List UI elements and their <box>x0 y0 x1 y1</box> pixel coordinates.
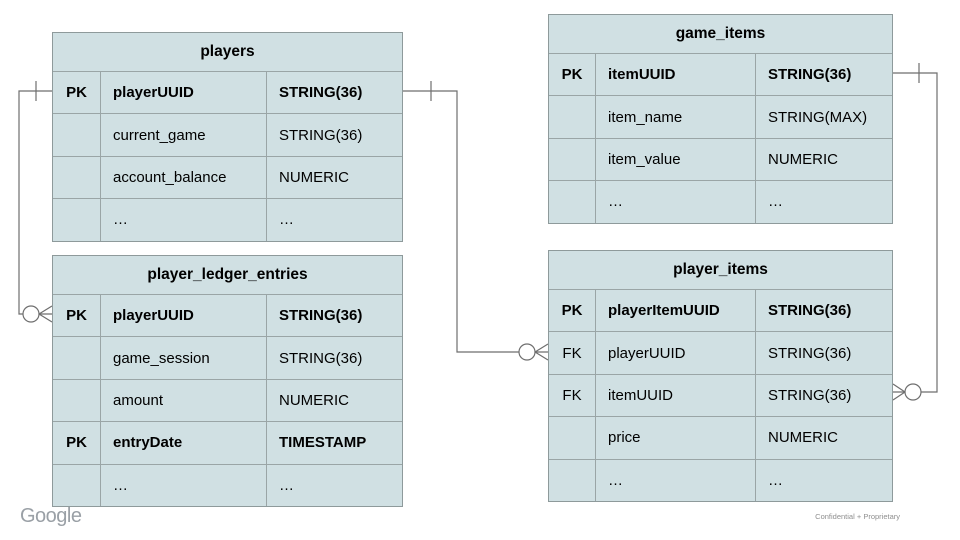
confidential-note: Confidential + Proprietary <box>815 512 900 521</box>
column-name-cell: … <box>595 459 755 501</box>
connector-players-ledger <box>18 81 53 323</box>
column-type-cell: STRING(36) <box>266 337 402 379</box>
table-player-items: player_items PK playerItemUUID STRING(36… <box>548 250 893 502</box>
column-type-cell: NUMERIC <box>266 156 402 199</box>
column-type-cell: NUMERIC <box>755 138 892 181</box>
table-row: FK itemUUID STRING(36) <box>549 373 892 417</box>
column-name-cell: current_game <box>100 114 266 156</box>
table-title: player_ledger_entries <box>147 266 308 283</box>
table-row: … … <box>549 458 892 501</box>
column-type-cell: TIMESTAMP <box>266 422 402 464</box>
key-cell <box>53 114 100 155</box>
column-type-cell: NUMERIC <box>755 417 892 459</box>
table-row: … … <box>53 198 402 241</box>
table-row: PK playerUUID STRING(36) <box>53 71 402 114</box>
column-name-cell: account_balance <box>100 156 266 199</box>
column-name-cell: playerUUID <box>100 295 266 337</box>
table-players: players PK playerUUID STRING(36) current… <box>52 32 403 242</box>
key-cell: PK <box>561 66 583 84</box>
table-player-ledger-entries: player_ledger_entries PK playerUUID STRI… <box>52 255 403 507</box>
column-name-cell: itemUUID <box>595 374 755 417</box>
column-type-cell: NUMERIC <box>266 379 402 422</box>
column-name-cell: … <box>100 199 266 241</box>
key-cell <box>549 460 595 501</box>
column-name-cell: playerUUID <box>595 332 755 374</box>
key-cell <box>549 139 595 180</box>
table-row: … … <box>549 180 892 223</box>
column-type-cell: … <box>266 464 402 506</box>
table-title: game_items <box>675 25 766 42</box>
column-type-cell: STRING(36) <box>755 374 892 417</box>
table-row: game_session STRING(36) <box>53 336 402 379</box>
column-name-cell: entryDate <box>100 422 266 464</box>
table-title: player_items <box>673 261 768 278</box>
table-row: PK entryDate TIMESTAMP <box>53 421 402 464</box>
zero-circle-icon <box>904 383 922 401</box>
column-type-cell: STRING(36) <box>755 54 892 96</box>
table-row: amount NUMERIC <box>53 378 402 422</box>
column-type-cell: STRING(36) <box>755 290 892 332</box>
connector-gameitems-playeritems <box>892 63 938 401</box>
table-row: PK playerItemUUID STRING(36) <box>549 289 892 332</box>
column-name-cell: playerUUID <box>100 72 266 114</box>
key-cell <box>53 337 100 378</box>
key-cell <box>53 465 100 506</box>
column-name-cell: … <box>100 464 266 506</box>
key-cell <box>549 181 595 222</box>
table-row: item_value NUMERIC <box>549 137 892 181</box>
column-name-cell: playerItemUUID <box>595 290 755 332</box>
table-row: price NUMERIC <box>549 416 892 459</box>
table-row: PK playerUUID STRING(36) <box>53 294 402 337</box>
column-type-cell: … <box>755 459 892 501</box>
column-name-cell: game_session <box>100 337 266 379</box>
table-game-items: game_items PK itemUUID STRING(36) item_n… <box>548 14 893 224</box>
crow-foot-icon <box>534 343 549 361</box>
table-row: current_game STRING(36) <box>53 113 402 156</box>
table-row: account_balance NUMERIC <box>53 155 402 199</box>
column-name-cell: item_name <box>595 96 755 138</box>
key-cell <box>53 199 100 240</box>
column-type-cell: … <box>755 181 892 223</box>
table-title: players <box>200 43 255 60</box>
key-cell: PK <box>561 302 583 320</box>
column-type-cell: STRING(36) <box>266 72 402 114</box>
table-row: … … <box>53 463 402 506</box>
column-name-cell: item_value <box>595 138 755 181</box>
table-row: FK playerUUID STRING(36) <box>549 331 892 374</box>
zero-circle-icon <box>22 305 40 323</box>
key-cell <box>549 417 595 458</box>
key-cell: PK <box>66 84 87 102</box>
key-cell: FK <box>562 344 582 362</box>
connector-players-playeritems <box>403 81 549 361</box>
column-name-cell: amount <box>100 379 266 422</box>
column-type-cell: … <box>266 199 402 241</box>
key-cell: PK <box>66 434 87 452</box>
key-cell <box>53 157 100 198</box>
key-cell <box>549 96 595 137</box>
column-name-cell: price <box>595 417 755 459</box>
key-cell <box>53 380 100 421</box>
column-type-cell: STRING(36) <box>266 295 402 337</box>
crow-foot-icon <box>892 383 906 401</box>
column-type-cell: STRING(MAX) <box>755 96 892 138</box>
column-name-cell: … <box>595 181 755 223</box>
column-type-cell: STRING(36) <box>266 114 402 156</box>
table-row: item_name STRING(MAX) <box>549 95 892 138</box>
crow-foot-icon <box>38 305 53 323</box>
column-name-cell: itemUUID <box>595 54 755 96</box>
zero-circle-icon <box>518 343 536 361</box>
column-type-cell: STRING(36) <box>755 332 892 374</box>
key-cell: PK <box>66 307 87 325</box>
google-logo: Google <box>20 505 82 527</box>
key-cell: FK <box>562 386 582 404</box>
table-row: PK itemUUID STRING(36) <box>549 53 892 96</box>
